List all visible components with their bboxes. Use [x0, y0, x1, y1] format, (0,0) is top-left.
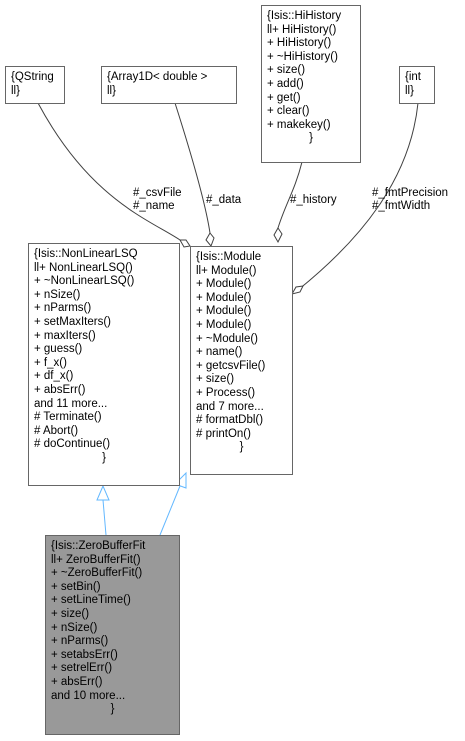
edge-int-module [297, 102, 419, 291]
edge-label-history: #_history [290, 194, 337, 206]
edge-label-fmtprecision: #_fmtPrecision [372, 187, 449, 199]
edge-label-csvfile: #_csvFile [133, 187, 182, 199]
edge-label-csvfile-name: #_csvFile #_name [133, 187, 182, 213]
edge-label-fmtwidth: #_fmtWidth [372, 200, 431, 212]
node-hihistory[interactable]: {Isis::HiHistory ll+ HiHistory() + HiHis… [261, 5, 361, 163]
edge-nonlinearlsq-arrowhead [96, 484, 110, 501]
edge-hihistory-module-diamond [273, 227, 283, 244]
edge-array1d-module [174, 102, 211, 234]
node-qstring[interactable]: {QString ll} [5, 66, 65, 104]
edge-label-name: #_name [133, 200, 175, 212]
node-module[interactable]: {Isis::Module ll+ Module() + Module() + … [190, 246, 293, 475]
edge-nonlinearlsq-zerobufferfit [102, 499, 107, 536]
node-int[interactable]: {int ll} [399, 66, 435, 104]
node-nonlinearlsq[interactable]: {Isis::NonLinearLSQ ll+ NonLinearLSQ() +… [28, 243, 180, 486]
edge-label-data: #_data [206, 194, 242, 206]
edge-hihistory-module [277, 161, 303, 229]
edge-qstring-module-diamond [179, 239, 191, 248]
node-zerobufferfit[interactable]: {Isis::ZeroBufferFit ll+ ZeroBufferFit()… [45, 535, 180, 735]
edge-int-module-diamond [290, 285, 304, 295]
edge-array1d-module-diamond [205, 232, 215, 247]
edge-label-fmt: #_fmtPrecision #_fmtWidth [372, 187, 448, 213]
edge-qstring-module [37, 102, 181, 241]
node-array1d[interactable]: {Array1D< double > ll} [101, 66, 237, 104]
edge-module-zerobufferfit [159, 485, 181, 536]
